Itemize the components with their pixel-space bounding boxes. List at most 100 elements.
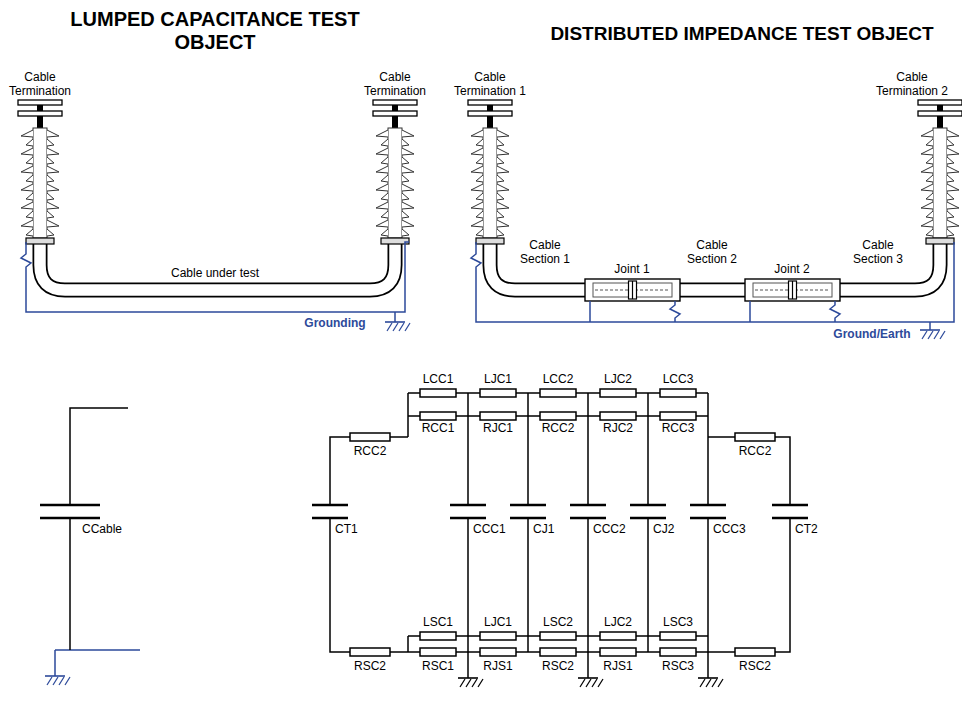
cable-termination xyxy=(926,238,954,244)
cable-termination xyxy=(26,229,54,236)
circuit-wire xyxy=(540,632,576,640)
cable-termination xyxy=(392,104,398,130)
cable-termination xyxy=(471,202,509,209)
cable-termination xyxy=(933,128,947,238)
cable-termination xyxy=(921,202,959,209)
ground-wire xyxy=(834,321,836,322)
cable-termination xyxy=(921,166,959,173)
cable-termination xyxy=(21,220,59,227)
circuit-wire xyxy=(587,393,589,652)
circuit-wire xyxy=(600,648,636,656)
ground-wire xyxy=(385,321,405,323)
component-label: RJC1 xyxy=(483,421,513,435)
component-label: LSC2 xyxy=(543,615,573,629)
cable-joint xyxy=(585,279,840,301)
cable-termination xyxy=(381,139,409,146)
circuit-wire xyxy=(40,505,100,518)
ground-wire xyxy=(387,323,392,331)
cable-termination xyxy=(468,100,512,105)
ground-wire xyxy=(394,312,396,322)
cable-termination xyxy=(381,229,409,236)
cable-termination xyxy=(921,184,959,191)
ground-wire xyxy=(53,677,58,685)
circuit-wire xyxy=(600,412,636,420)
cable-termination xyxy=(18,100,62,105)
cable-termination xyxy=(476,139,504,146)
cable-termination xyxy=(21,148,59,155)
circuit-wire xyxy=(600,632,636,640)
circuit-wire xyxy=(707,652,709,678)
cable-termination xyxy=(926,193,954,200)
cable-termination xyxy=(21,202,59,209)
cable-termination xyxy=(26,139,54,146)
component-label: RSC2 xyxy=(739,659,771,673)
circuit-wire xyxy=(480,412,516,420)
ground-wire xyxy=(670,301,680,321)
circuit-wire xyxy=(660,632,696,640)
circuit-wire xyxy=(708,437,790,652)
component-label: CCable xyxy=(82,522,122,536)
ground-wire xyxy=(920,329,940,331)
ground-wire xyxy=(399,323,404,331)
component-label: CT1 xyxy=(335,522,358,536)
component-label: LJC1 xyxy=(484,615,512,629)
cable-termination xyxy=(468,111,512,116)
component-label: RJS1 xyxy=(483,659,512,673)
circuit-wire xyxy=(570,505,606,518)
cable-termination xyxy=(381,211,409,218)
ground-wire xyxy=(47,677,52,685)
cable-termination xyxy=(26,211,54,218)
ground-label: Ground/Earth xyxy=(833,327,910,341)
cable-termination xyxy=(476,157,504,164)
circuit-wire xyxy=(458,677,478,679)
circuit-wire xyxy=(420,632,456,640)
circuit-wire xyxy=(420,389,456,397)
cable-termination xyxy=(381,175,409,182)
circuit-wire xyxy=(450,505,486,518)
cable-termination xyxy=(487,104,493,130)
ground-wire xyxy=(590,301,750,322)
component-label: CJ2 xyxy=(653,522,674,536)
circuit-wire xyxy=(540,648,576,656)
cable-termination xyxy=(921,130,959,137)
circuit-wire xyxy=(480,389,516,397)
cable-termination xyxy=(926,157,954,164)
circuit-wire xyxy=(350,648,390,656)
cable-termination xyxy=(376,184,414,191)
ground-wire xyxy=(928,331,933,339)
ground-wire xyxy=(674,321,676,322)
cable-termination xyxy=(18,111,62,116)
cable-termination xyxy=(476,193,504,200)
component-label: RSC2 xyxy=(542,659,574,673)
cable-termination xyxy=(926,211,954,218)
cable-termination xyxy=(918,111,962,116)
circuit-wire xyxy=(540,412,576,420)
circuit-wire xyxy=(586,679,591,687)
circuit-wire xyxy=(600,389,636,397)
circuit-wire xyxy=(660,389,696,397)
circuit-wire xyxy=(598,679,603,687)
component-label: RJC2 xyxy=(603,421,633,435)
circuit-wire xyxy=(480,648,516,656)
cable-termination xyxy=(471,148,509,155)
component-label: LJC2 xyxy=(604,615,632,629)
component-label: CCC2 xyxy=(593,522,626,536)
ground-wire xyxy=(393,323,398,331)
component-label: LCC2 xyxy=(543,372,574,386)
circuit-wire xyxy=(312,505,348,518)
part-label: Cable Termination xyxy=(4,70,76,98)
ground-wire xyxy=(830,301,840,321)
ground-wire xyxy=(59,677,64,685)
cable-joint xyxy=(632,281,633,299)
panel-title: LUMPED CAPACITANCE TEST OBJECT xyxy=(45,8,385,54)
cable-termination xyxy=(376,148,414,155)
cable-termination xyxy=(381,193,409,200)
panel-title: DISTRIBUTED IMPEDANCE TEST OBJECT xyxy=(550,22,933,45)
ground-wire xyxy=(922,331,927,339)
part-label: Cable under test xyxy=(171,266,259,280)
cable-termination xyxy=(471,220,509,227)
part-label: Cable Section 1 xyxy=(515,238,575,266)
part-label: Cable Termination xyxy=(359,70,431,98)
circuit-wire xyxy=(735,433,775,441)
circuit-wire xyxy=(70,408,128,650)
